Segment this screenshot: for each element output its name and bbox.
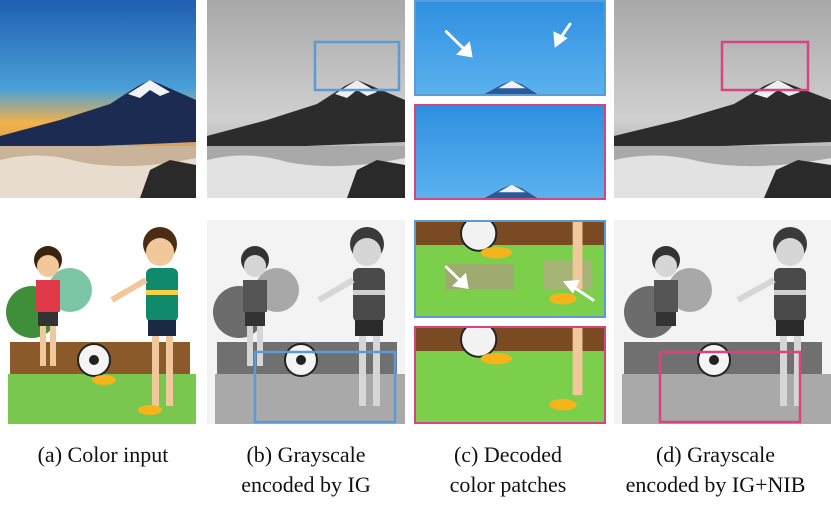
kids-grayscale-ig-nib-image (614, 220, 831, 424)
arrow-icon (444, 29, 473, 58)
decoded-patch-mountain-ig (414, 0, 606, 96)
caption-d-line2: encoded by IG+NIB (625, 472, 806, 497)
caption-b-line2: encoded by IG (241, 472, 371, 497)
highlight-box-pink (658, 350, 802, 424)
kids-color-image (0, 220, 196, 424)
caption-d: (d) Grayscale encoded by IG+NIB (600, 440, 831, 500)
mountain-grayscale-ig-image (207, 0, 405, 198)
highlight-box-blue (313, 40, 401, 92)
caption-c-line2: color patches (449, 472, 567, 497)
decoded-patch-kids-ig (414, 220, 606, 318)
caption-a: (a) Color input (0, 440, 206, 470)
arrow-icon (553, 22, 572, 48)
highlight-box-pink (720, 40, 810, 92)
mountain-grayscale-ig-nib-image (614, 0, 831, 198)
arrow-icon (562, 279, 596, 302)
decoded-patch-kids-ig-nib (414, 326, 606, 424)
caption-a-line1: (a) Color input (37, 442, 169, 467)
caption-b: (b) Grayscale encoded by IG (206, 440, 406, 500)
caption-c: (c) Decoded color patches (408, 440, 608, 500)
caption-d-line1: (d) Grayscale (655, 442, 776, 467)
mountain-color-image (0, 0, 196, 198)
decoded-patch-mountain-ig-nib (414, 104, 606, 200)
caption-c-line1: (c) Decoded (453, 442, 563, 467)
highlight-box-blue (253, 350, 397, 424)
caption-b-line1: (b) Grayscale (246, 442, 366, 467)
arrow-icon (444, 265, 469, 289)
kids-grayscale-ig-image (207, 220, 405, 424)
